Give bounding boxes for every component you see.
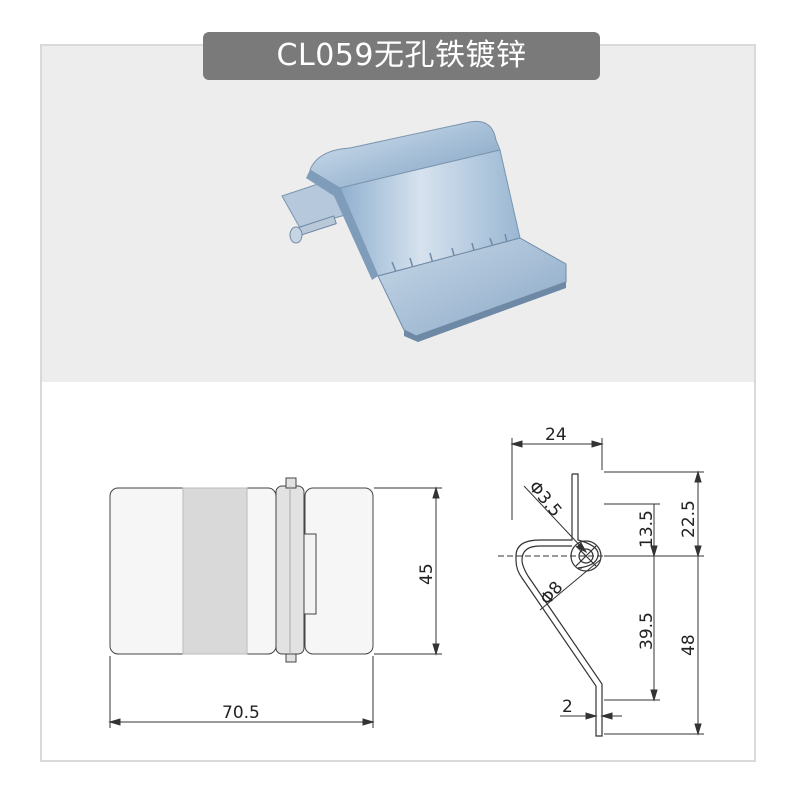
dim-pin-dia-label: Φ3.5 — [524, 477, 565, 521]
front-shaded-band — [182, 487, 248, 655]
hinge-side-wall — [306, 170, 378, 280]
hinge-knuckle — [309, 120, 501, 189]
front-dimensions — [108, 486, 442, 728]
side-dimensions — [498, 438, 704, 736]
dim-width-label: 70.5 — [222, 703, 260, 723]
dim-39-5-label: 39.5 — [637, 612, 657, 650]
front-pin-bottom — [285, 653, 297, 663]
front-view — [109, 477, 374, 663]
front-knuckle-plate — [303, 533, 317, 615]
product-title: CL059无孔铁镀锌 — [203, 32, 600, 80]
dim-48-label: 48 — [679, 634, 699, 656]
hinge-flap-edge — [404, 282, 566, 342]
dim-top-width-label: 24 — [545, 425, 567, 445]
dim-22-5-label: 22.5 — [679, 500, 699, 538]
dim-hole-dia-label: Φ8 — [537, 578, 568, 609]
hinge-pin-head — [289, 226, 303, 244]
dim-thickness-label: 2 — [562, 697, 573, 717]
dim-13-5-label: 13.5 — [637, 510, 657, 548]
front-pin-top — [285, 477, 297, 489]
dim-height-label: 45 — [417, 563, 437, 585]
